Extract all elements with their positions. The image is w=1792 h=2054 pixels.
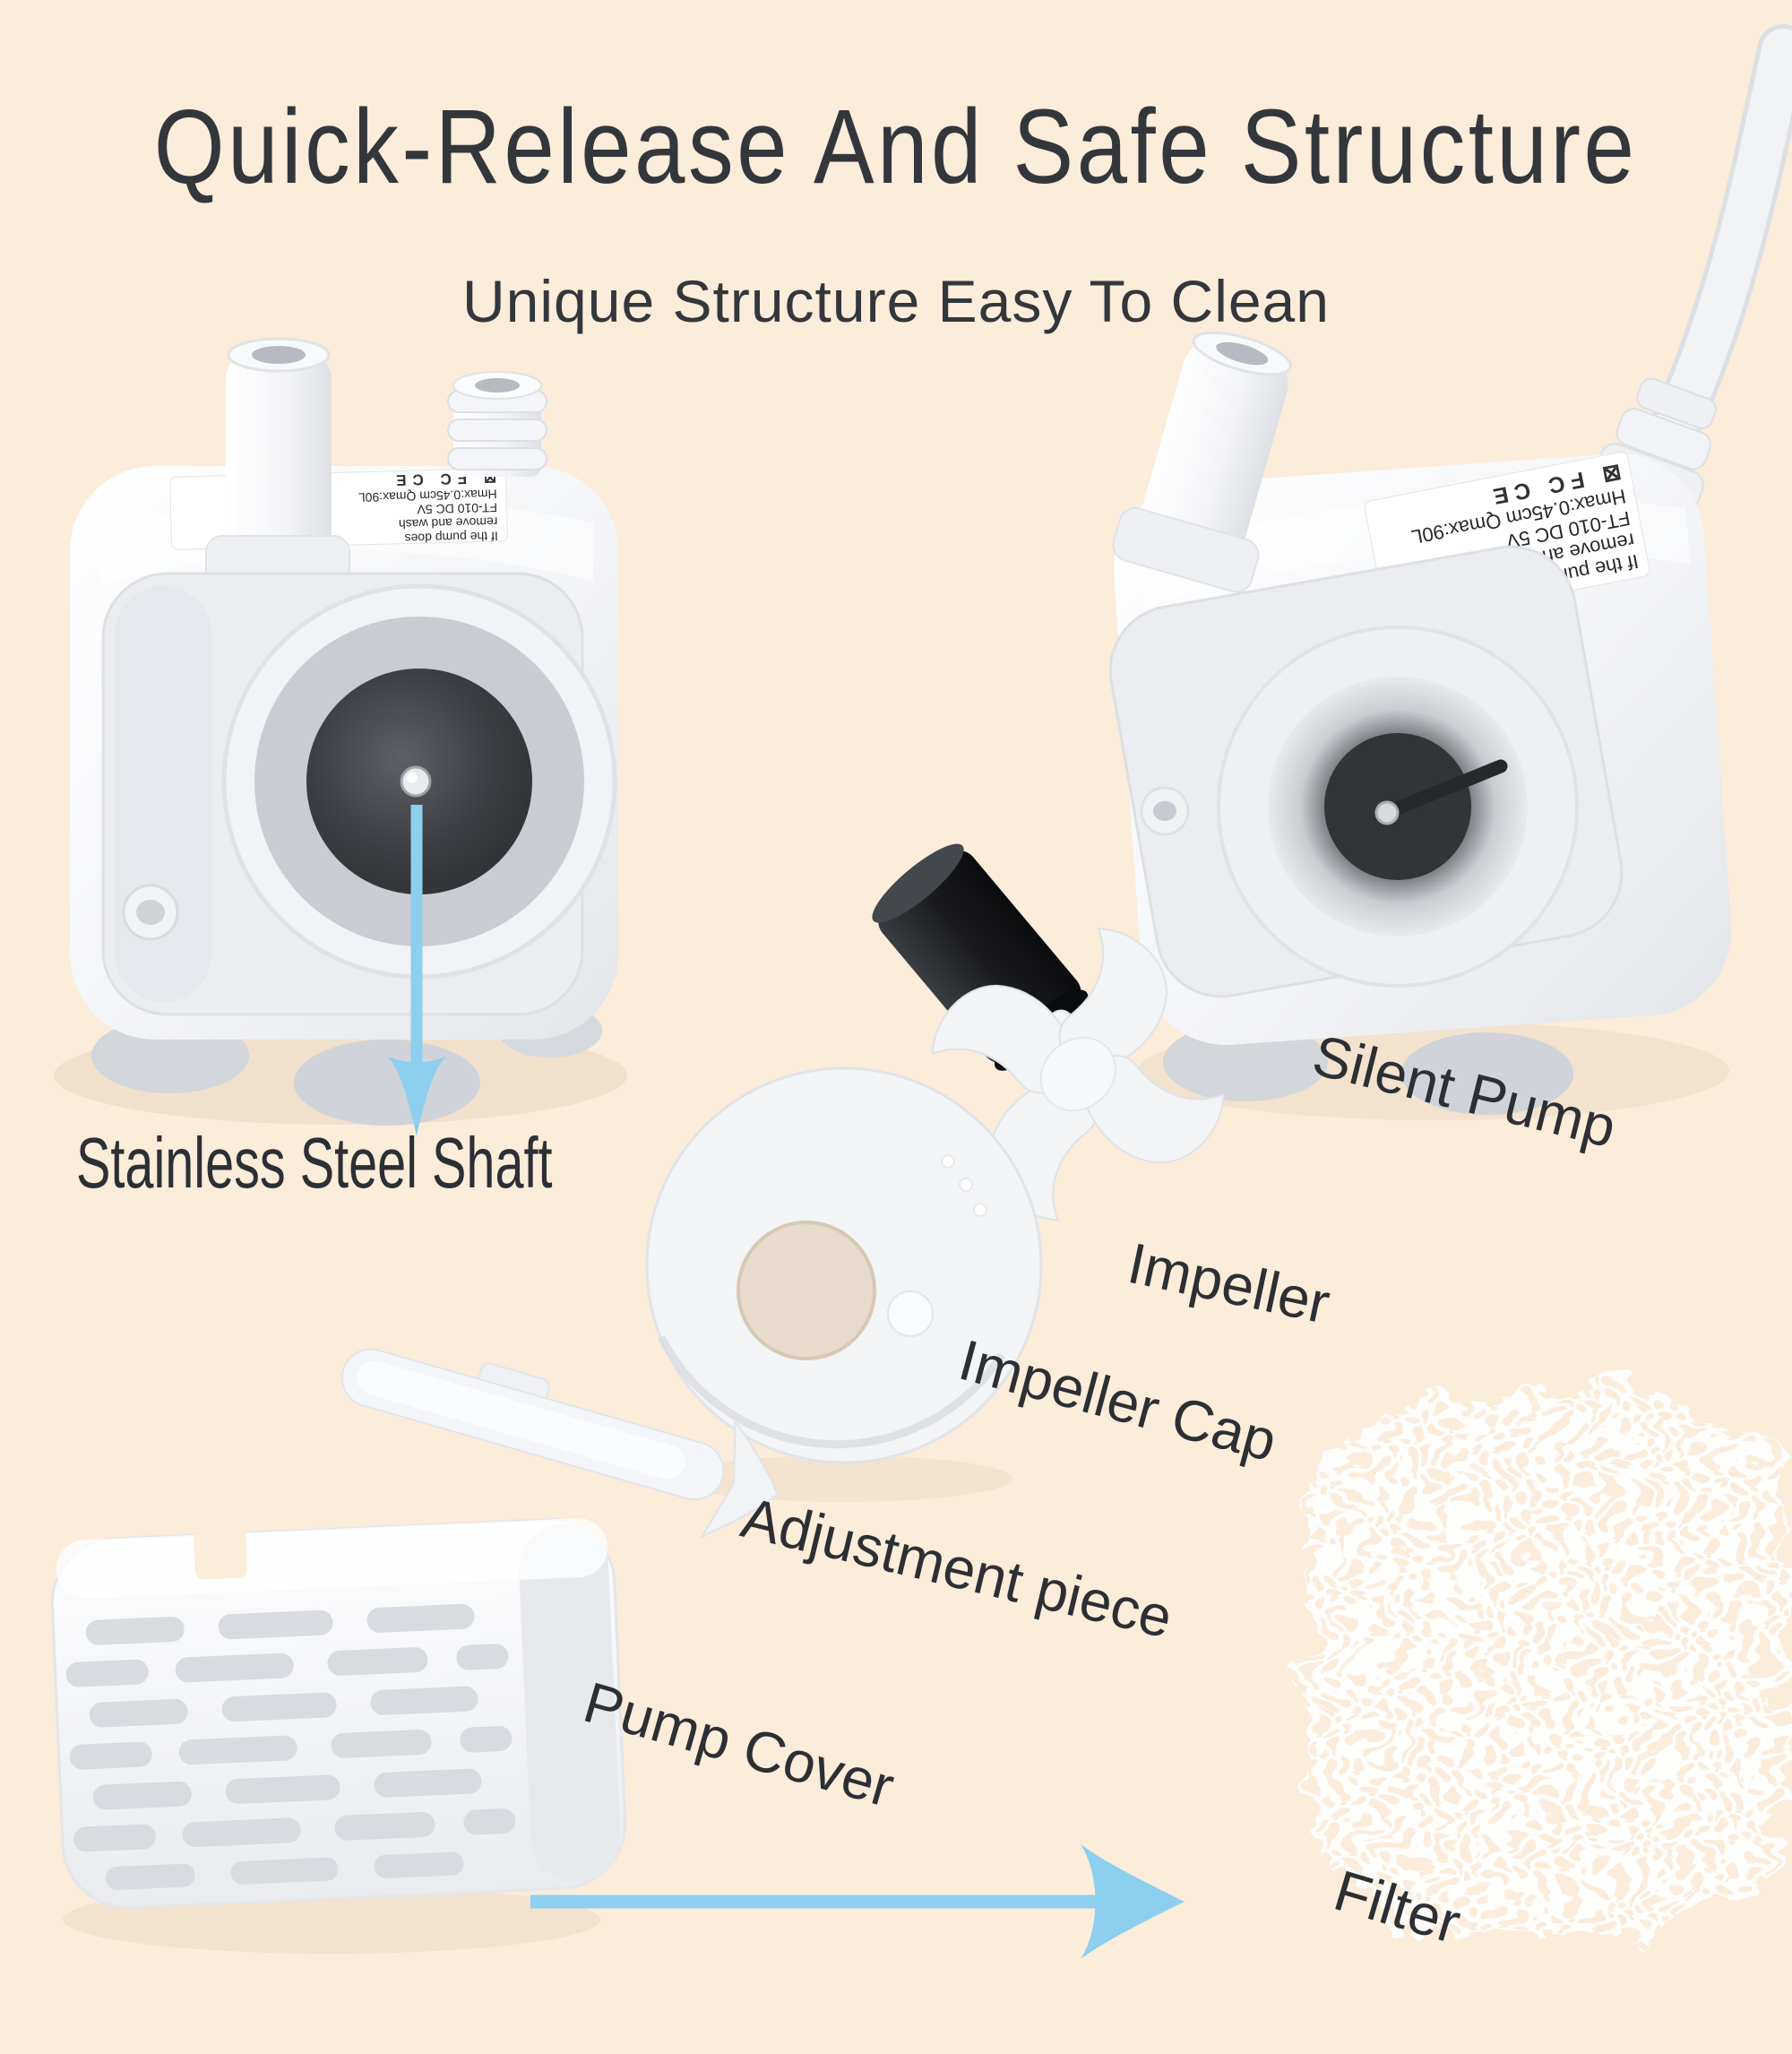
mounting-tab [1140,786,1190,836]
right-pump-suction-cups [1163,1023,1573,1115]
cap-pin [887,1290,934,1337]
adjustment-arrow-fin [700,1418,779,1539]
outlet-nozzle [1112,331,1292,593]
right-pump-photo [1108,331,1624,998]
mounting-tab [122,884,179,941]
barbed-port [447,371,547,477]
impeller-blades [931,927,1226,1221]
motor-shaft-rod [1383,759,1508,818]
left-pump-photo [101,337,617,1016]
page-title: Quick-Release And Safe Structure [0,86,1792,208]
impeller-cap-part [645,1066,1043,1502]
cover-notch [194,1527,247,1580]
cap-center-hole [737,1221,876,1360]
power-cable [1595,24,1792,513]
page-subtitle: Unique Structure Easy To Clean [462,268,1330,334]
filter-part [1306,1391,1790,1939]
page-title-text: Quick-Release And Safe Structure [154,88,1638,206]
flow-direction-arrow [530,1844,1185,1959]
shaft-tip [1374,800,1400,825]
impeller-hub [1039,1037,1116,1112]
label-stainless-steel-shaft: Stainless Steel Shaft [76,1123,553,1203]
outlet-nozzle [205,337,350,592]
impeller-part [872,843,1226,1221]
shaft-pointer-arrow [386,805,447,1136]
adjustment-piece-part [340,1348,779,1539]
pump-front-recess [1108,545,1624,998]
pump-cover-part [50,1518,627,1909]
grille-slots [65,1603,516,1890]
pump-front-recess [101,572,617,1016]
